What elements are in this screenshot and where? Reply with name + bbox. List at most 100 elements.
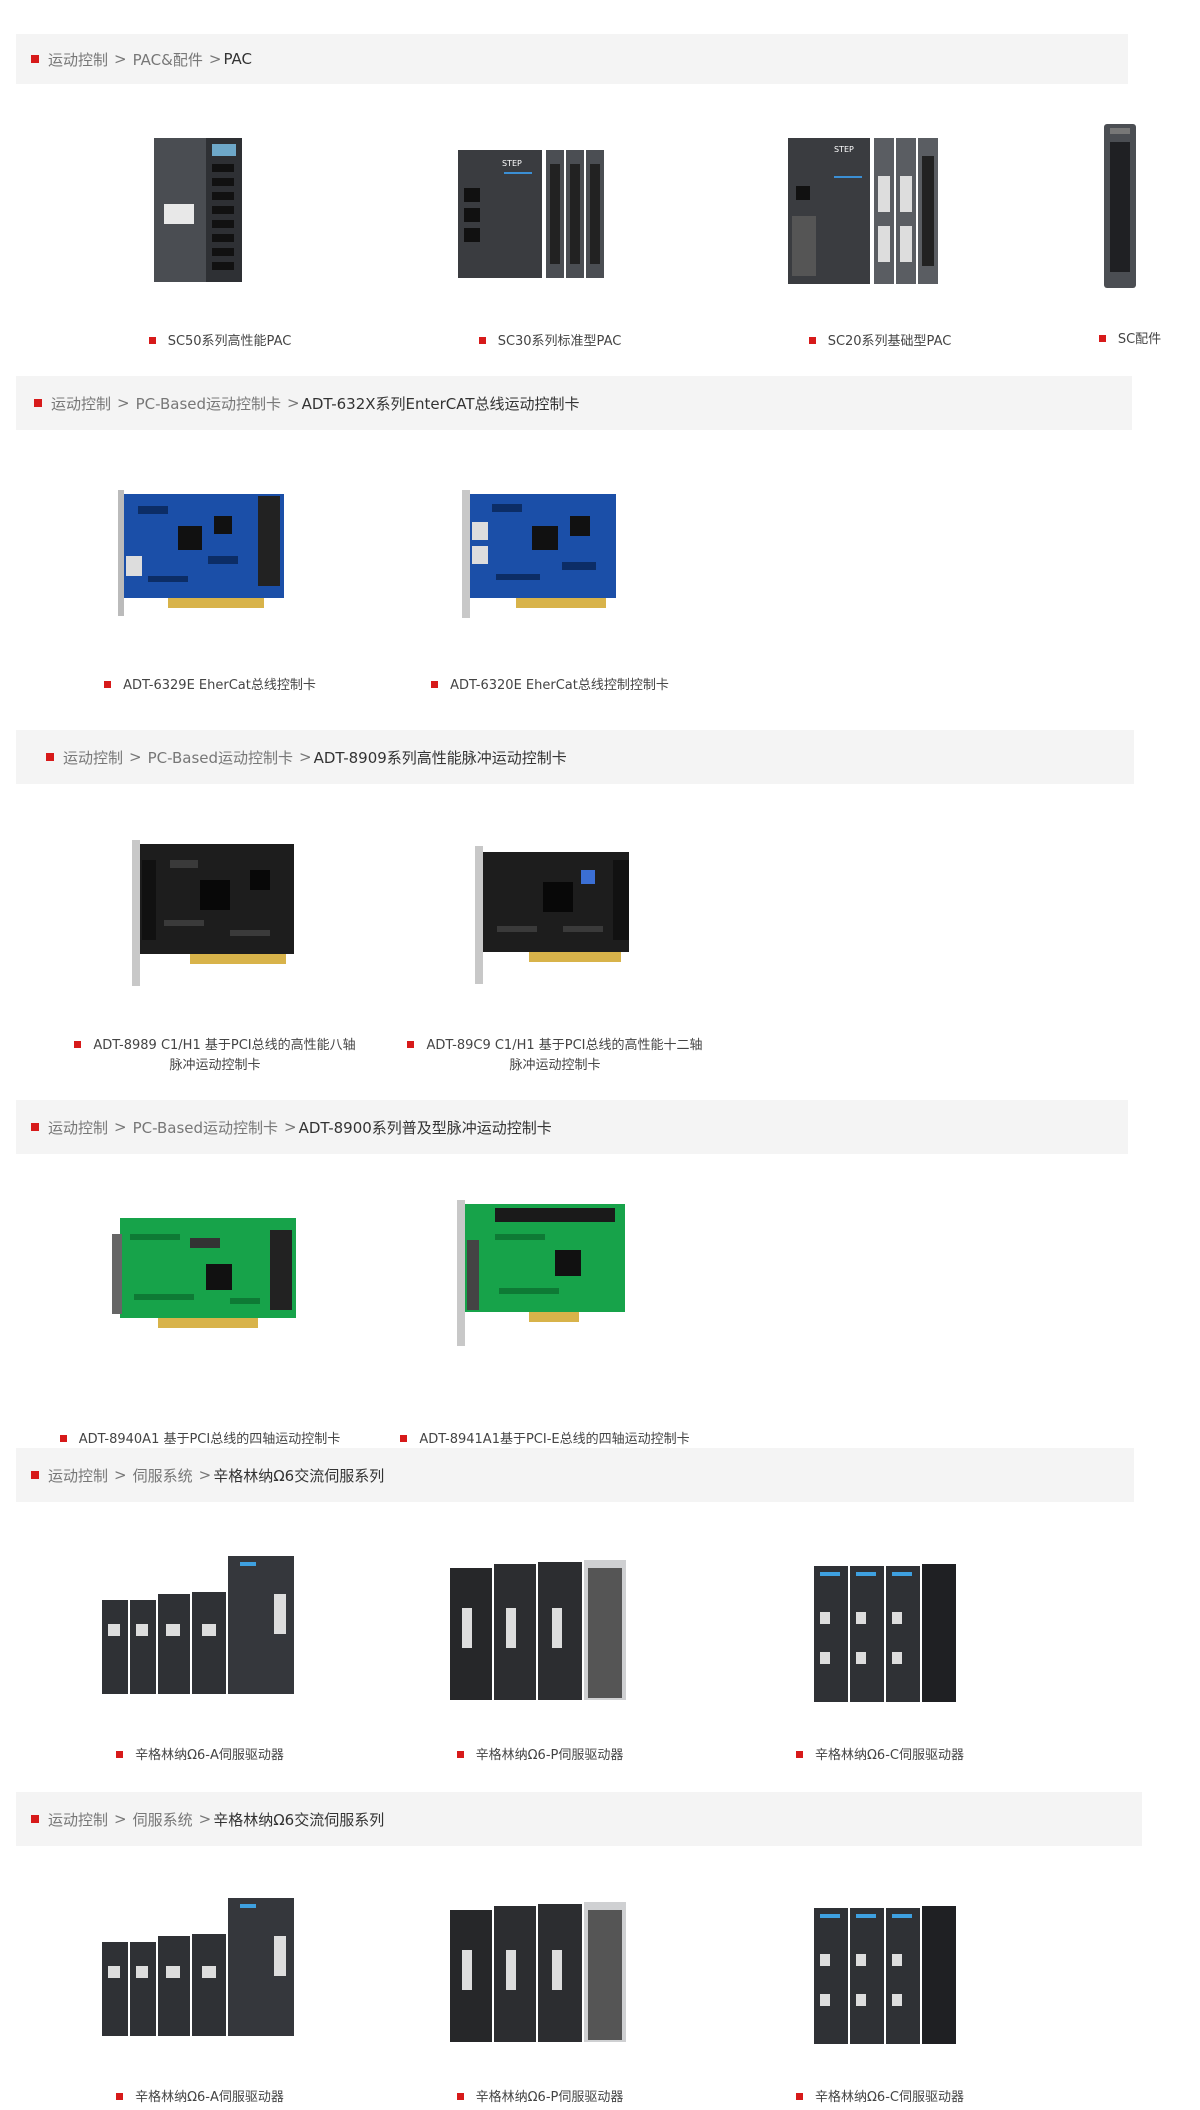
product-image-sc-accessory[interactable] [1102, 122, 1138, 290]
bullet-square-icon [31, 1471, 39, 1479]
product-item[interactable]: ADT-8941A1基于PCI-E总线的四轴运动控制卡 [395, 1200, 695, 1447]
breadcrumb-link-motion-control[interactable]: 运动控制 [48, 1118, 109, 1137]
product-item[interactable]: SC配件 [1080, 120, 1190, 350]
section-servo-1: 运动控制 > 伺服系统 > 辛格林纳Ω6交流伺服系列 辛格林纳Ω6-A伺服驱动器 [0, 1448, 1200, 1778]
product-image-omega6-c[interactable] [812, 1904, 960, 2048]
product-item[interactable]: STEP SC30系列标准型PAC [430, 120, 670, 350]
product-image-adt-8989[interactable] [130, 840, 296, 990]
product-caption[interactable]: ADT-8940A1 基于PCI总线的四轴运动控制卡 [50, 1430, 350, 1450]
breadcrumb-bar: 运动控制 > PAC&配件 > PAC [16, 34, 1128, 84]
breadcrumb-separator: > [287, 394, 300, 412]
product-image-adt-8941a1[interactable] [455, 1200, 627, 1348]
product-caption[interactable]: 辛格林纳Ω6-P伺服驱动器 [420, 1746, 660, 1766]
product-item[interactable]: ADT-8940A1 基于PCI总线的四轴运动控制卡 [50, 1214, 350, 1447]
product-image-omega6-p[interactable] [448, 1558, 628, 1706]
bullet-square-icon [59, 1435, 67, 1442]
breadcrumb-current: 辛格林纳Ω6交流伺服系列 [213, 1810, 385, 1829]
product-caption[interactable]: 辛格林纳Ω6-A伺服驱动器 [80, 2088, 320, 2108]
breadcrumb-separator: > [129, 748, 142, 766]
breadcrumb-separator: > [198, 1810, 212, 1828]
breadcrumb-link-pc-based[interactable]: PC-Based运动控制卡 [132, 1118, 279, 1137]
product-caption[interactable]: SC配件 [1080, 330, 1180, 350]
product-item[interactable]: SC50系列高性能PAC [100, 120, 340, 350]
bullet-square-icon [478, 337, 486, 344]
product-caption[interactable]: 辛格林纳Ω6-C伺服驱动器 [760, 2088, 1000, 2108]
product-item[interactable]: ADT-89C9 C1/H1 基于PCI总线的高性能十二轴脉冲运动控制卡 [405, 840, 705, 1080]
breadcrumb-current: ADT-632X系列EnterCAT总线运动控制卡 [301, 394, 580, 413]
section-pac: 运动控制 > PAC&配件 > PAC SC50系列高性能PAC STEP [0, 0, 1200, 360]
product-caption[interactable]: ADT-89C9 C1/H1 基于PCI总线的高性能十二轴脉冲运动控制卡 [405, 1036, 705, 1076]
bullet-square-icon [116, 2093, 124, 2100]
breadcrumb-link-motion-control[interactable]: 运动控制 [48, 50, 109, 69]
bullet-square-icon [400, 1435, 408, 1442]
product-image-adt-89c9[interactable] [473, 846, 633, 986]
breadcrumb-bar: 运动控制 > 伺服系统 > 辛格林纳Ω6交流伺服系列 [16, 1448, 1134, 1502]
breadcrumb-bar: 运动控制 > PC-Based运动控制卡 > ADT-8900系列普及型脉冲运动… [16, 1100, 1128, 1154]
bullet-square-icon [796, 2093, 803, 2100]
product-caption[interactable]: SC20系列基础型PAC [760, 332, 1000, 352]
product-item[interactable]: ADT-6320E EherCat总线控制控制卡 [400, 486, 700, 706]
bullet-square-icon [104, 681, 112, 688]
breadcrumb-separator: > [117, 394, 130, 412]
product-caption[interactable]: 辛格林纳Ω6-P伺服驱动器 [420, 2088, 660, 2108]
breadcrumb-link-servo-system[interactable]: 伺服系统 [132, 1466, 193, 1485]
breadcrumb-link-pac-accessories[interactable]: PAC&配件 [132, 50, 203, 69]
product-caption[interactable]: SC30系列标准型PAC [430, 332, 670, 352]
bullet-square-icon [1098, 335, 1106, 342]
product-image-omega6-p[interactable] [448, 1900, 628, 2048]
product-image-omega6-a[interactable] [100, 1554, 300, 1698]
product-item[interactable]: 辛格林纳Ω6-A伺服驱动器 [80, 1896, 320, 2110]
product-item[interactable]: 辛格林纳Ω6-C伺服驱动器 [760, 1896, 1000, 2110]
breadcrumb-separator: > [299, 748, 312, 766]
bullet-square-icon [456, 2093, 464, 2100]
product-caption[interactable]: ADT-8989 C1/H1 基于PCI总线的高性能八轴脉冲运动控制卡 [70, 1036, 360, 1076]
product-item[interactable]: STEP SC20系列基础型PAC [760, 120, 1000, 350]
breadcrumb-separator: > [198, 1466, 212, 1484]
section-adt-8900: 运动控制 > PC-Based运动控制卡 > ADT-8900系列普及型脉冲运动… [0, 1100, 1200, 1447]
breadcrumb-link-pc-based[interactable]: PC-Based运动控制卡 [147, 748, 294, 767]
product-image-sc30[interactable]: STEP [456, 144, 608, 284]
product-item[interactable]: 辛格林纳Ω6-P伺服驱动器 [420, 1896, 660, 2110]
breadcrumb-separator: > [114, 50, 127, 68]
breadcrumb-link-motion-control[interactable]: 运动控制 [48, 1466, 109, 1485]
breadcrumb-separator: > [114, 1118, 127, 1136]
breadcrumb-link-motion-control[interactable]: 运动控制 [48, 1810, 109, 1829]
product-item[interactable]: ADT-6329E EherCat总线控制卡 [90, 486, 330, 706]
product-item[interactable]: 辛格林纳Ω6-P伺服驱动器 [420, 1554, 660, 1778]
breadcrumb-link-pc-based[interactable]: PC-Based运动控制卡 [135, 394, 282, 413]
product-image-sc50[interactable] [150, 134, 246, 286]
bullet-square-icon [116, 1751, 124, 1758]
section-adt-8909: 运动控制 > PC-Based运动控制卡 > ADT-8909系列高性能脉冲运动… [0, 730, 1200, 1080]
product-image-sc20[interactable]: STEP [786, 136, 944, 288]
product-item[interactable]: ADT-8989 C1/H1 基于PCI总线的高性能八轴脉冲运动控制卡 [70, 840, 360, 1080]
breadcrumb-link-servo-system[interactable]: 伺服系统 [132, 1810, 193, 1829]
product-caption[interactable]: ADT-8941A1基于PCI-E总线的四轴运动控制卡 [395, 1430, 695, 1450]
bullet-square-icon [456, 1751, 464, 1758]
breadcrumb-separator: > [114, 1466, 127, 1484]
section-servo-2: 运动控制 > 伺服系统 > 辛格林纳Ω6交流伺服系列 辛格林纳Ω6-A伺服驱动器 [0, 1792, 1200, 2110]
product-caption[interactable]: 辛格林纳Ω6-A伺服驱动器 [80, 1746, 320, 1766]
breadcrumb-current: ADT-8900系列普及型脉冲运动控制卡 [298, 1118, 552, 1137]
svg-text:STEP: STEP [502, 159, 522, 168]
bullet-square-icon [431, 681, 439, 688]
product-item[interactable]: 辛格林纳Ω6-A伺服驱动器 [80, 1554, 320, 1778]
product-caption[interactable]: 辛格林纳Ω6-C伺服驱动器 [760, 1746, 1000, 1766]
product-caption[interactable]: ADT-6320E EherCat总线控制控制卡 [400, 676, 700, 696]
breadcrumb-link-motion-control[interactable]: 运动控制 [63, 748, 124, 767]
product-image-adt-6320e[interactable] [462, 486, 618, 622]
breadcrumb-current: 辛格林纳Ω6交流伺服系列 [213, 1466, 385, 1485]
bullet-square-icon [148, 337, 156, 344]
product-image-adt-6329e[interactable] [118, 486, 290, 620]
bullet-square-icon [808, 337, 816, 344]
breadcrumb-current: PAC [223, 50, 252, 68]
product-item[interactable]: 辛格林纳Ω6-C伺服驱动器 [760, 1554, 1000, 1778]
product-caption[interactable]: SC50系列高性能PAC [100, 332, 340, 352]
product-image-omega6-c[interactable] [812, 1562, 960, 1706]
breadcrumb-bar: 运动控制 > PC-Based运动控制卡 > ADT-632X系列EnterCA… [16, 376, 1132, 430]
breadcrumb-bar: 运动控制 > PC-Based运动控制卡 > ADT-8909系列高性能脉冲运动… [16, 730, 1134, 784]
product-caption[interactable]: ADT-6329E EherCat总线控制卡 [90, 676, 330, 696]
product-image-adt-8940a1[interactable] [110, 1214, 300, 1344]
breadcrumb-link-motion-control[interactable]: 运动控制 [51, 394, 112, 413]
section-adt-632x: 运动控制 > PC-Based运动控制卡 > ADT-632X系列EnterCA… [0, 376, 1200, 706]
product-image-omega6-a[interactable] [100, 1896, 300, 2040]
